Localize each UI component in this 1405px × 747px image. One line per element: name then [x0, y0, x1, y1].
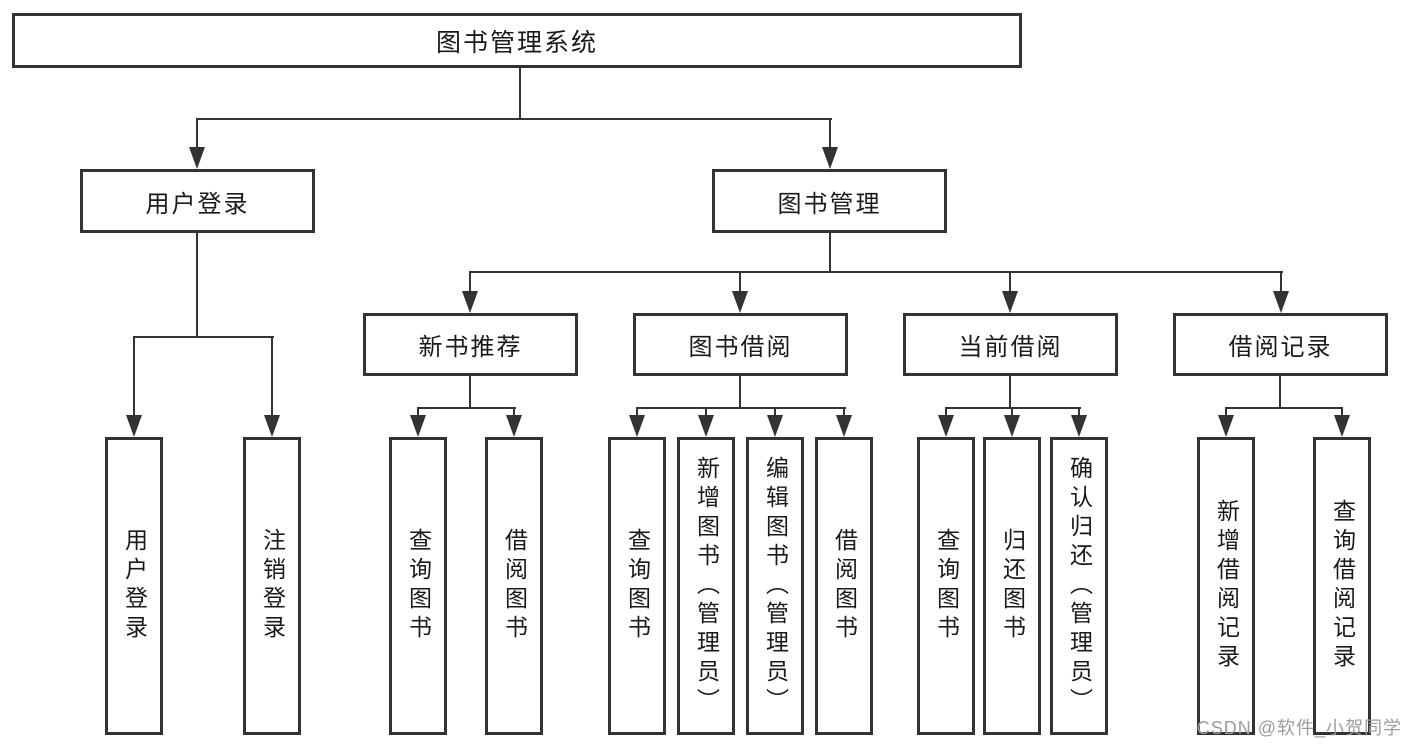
arrow-down-icon — [1218, 415, 1234, 437]
node-root-library-system: 图书管理系统 — [12, 13, 1022, 68]
node-label: 查询图书 — [405, 528, 432, 644]
node-leaf-edit-books-admin: 编辑图书（管理员） — [746, 437, 804, 735]
connector-stem — [945, 407, 947, 417]
node-leaf-query-books: 查询图书 — [917, 437, 975, 735]
node-leaf-add-borrow-record: 新增借阅记录 — [1197, 437, 1255, 735]
node-book-management: 图书管理 — [712, 169, 947, 233]
node-label: 图书管理 — [777, 190, 882, 218]
node-label: 查询图书 — [933, 528, 960, 644]
node-borrowing-records: 借阅记录 — [1173, 313, 1388, 376]
connector-stem — [774, 407, 776, 417]
node-label: 归还图书 — [999, 528, 1026, 644]
connector-stem — [1341, 407, 1343, 417]
connector-stem — [636, 407, 638, 417]
arrow-down-icon — [836, 415, 852, 437]
csdn-watermark: CSDN @软件_小贺同学 — [1196, 718, 1402, 738]
node-label: 注销登录 — [259, 528, 286, 644]
connector-current-borrow-split — [945, 407, 1081, 409]
node-label: 图书管理系统 — [435, 28, 598, 57]
connector-stem — [513, 407, 515, 417]
node-label: 图书借阅 — [688, 334, 793, 361]
connector-user-login-drop — [196, 233, 198, 338]
node-label: 新增图书（管理员） — [693, 455, 720, 717]
node-label: 查询借阅记录 — [1329, 499, 1356, 673]
node-label: 编辑图书（管理员） — [762, 455, 789, 717]
connector-stem — [1078, 407, 1080, 417]
node-label: 查询图书 — [624, 528, 651, 644]
connector-new-book-drop — [469, 376, 471, 409]
node-book-borrowing: 图书借阅 — [633, 313, 848, 376]
connector-book-borrow-split — [636, 407, 846, 409]
node-leaf-user-login: 用户登录 — [105, 437, 163, 735]
connector-stem — [196, 118, 198, 149]
node-label: 确认归还（管理员） — [1066, 455, 1093, 717]
connector-stem — [1009, 271, 1011, 293]
connector-book-mgmt-split — [469, 271, 1283, 273]
node-leaf-add-books-admin: 新增图书（管理员） — [677, 437, 735, 735]
node-user-login: 用户登录 — [80, 169, 315, 233]
node-leaf-logout: 注销登录 — [243, 437, 301, 735]
node-current-borrowing: 当前借阅 — [903, 313, 1118, 376]
arrow-down-icon — [506, 415, 522, 437]
connector-borrow-record-split — [1225, 407, 1343, 409]
connector-stem — [705, 407, 707, 417]
connector-book-mgmt-drop — [829, 233, 831, 273]
arrow-down-icon — [822, 147, 838, 169]
connector-user-login-split — [133, 336, 274, 338]
node-label: 借阅图书 — [501, 528, 528, 644]
node-label: 当前借阅 — [958, 334, 1063, 361]
node-leaf-confirm-return-admin: 确认归还（管理员） — [1050, 437, 1108, 735]
connector-stem — [739, 271, 741, 293]
node-label: 新书推荐 — [418, 334, 523, 361]
arrow-down-icon — [1273, 291, 1289, 313]
connector-book-borrow-drop — [739, 376, 741, 409]
connector-stem — [1011, 407, 1013, 417]
connector-root-drop — [519, 68, 521, 119]
node-new-book-recommend: 新书推荐 — [363, 313, 578, 376]
arrow-down-icon — [698, 415, 714, 437]
arrow-down-icon — [767, 415, 783, 437]
node-leaf-query-books: 查询图书 — [608, 437, 666, 735]
arrow-down-icon — [1334, 415, 1350, 437]
node-leaf-query-books: 查询图书 — [389, 437, 447, 735]
connector-stem — [133, 336, 135, 416]
arrow-down-icon — [410, 415, 426, 437]
node-leaf-return-books: 归还图书 — [983, 437, 1041, 735]
connector-stem — [271, 336, 273, 416]
node-label: 新增借阅记录 — [1213, 499, 1240, 673]
arrow-down-icon — [1002, 291, 1018, 313]
node-leaf-borrow-books: 借阅图书 — [815, 437, 873, 735]
node-leaf-borrow-books: 借阅图书 — [485, 437, 543, 735]
node-leaf-query-borrow-record: 查询借阅记录 — [1313, 437, 1371, 735]
node-label: 借阅记录 — [1228, 334, 1333, 361]
connector-current-borrow-drop — [1009, 376, 1011, 409]
connector-stem — [843, 407, 845, 417]
connector-stem — [1225, 407, 1227, 417]
connector-borrow-record-drop — [1279, 376, 1281, 409]
connector-new-book-split — [417, 407, 516, 409]
node-label: 用户登录 — [121, 528, 148, 644]
arrow-down-icon — [629, 415, 645, 437]
arrow-down-icon — [938, 415, 954, 437]
connector-stem — [1280, 271, 1282, 293]
arrow-down-icon — [264, 415, 280, 437]
node-label: 用户登录 — [145, 190, 250, 218]
arrow-down-icon — [732, 291, 748, 313]
arrow-down-icon — [1071, 415, 1087, 437]
connector-stem — [469, 271, 471, 293]
connector-stem — [417, 407, 419, 417]
connector-root-split — [196, 118, 832, 120]
arrow-down-icon — [462, 291, 478, 313]
arrow-down-icon — [1004, 415, 1020, 437]
arrow-down-icon — [189, 147, 205, 169]
arrow-down-icon — [126, 415, 142, 437]
node-label: 借阅图书 — [831, 528, 858, 644]
connector-stem — [829, 118, 831, 149]
